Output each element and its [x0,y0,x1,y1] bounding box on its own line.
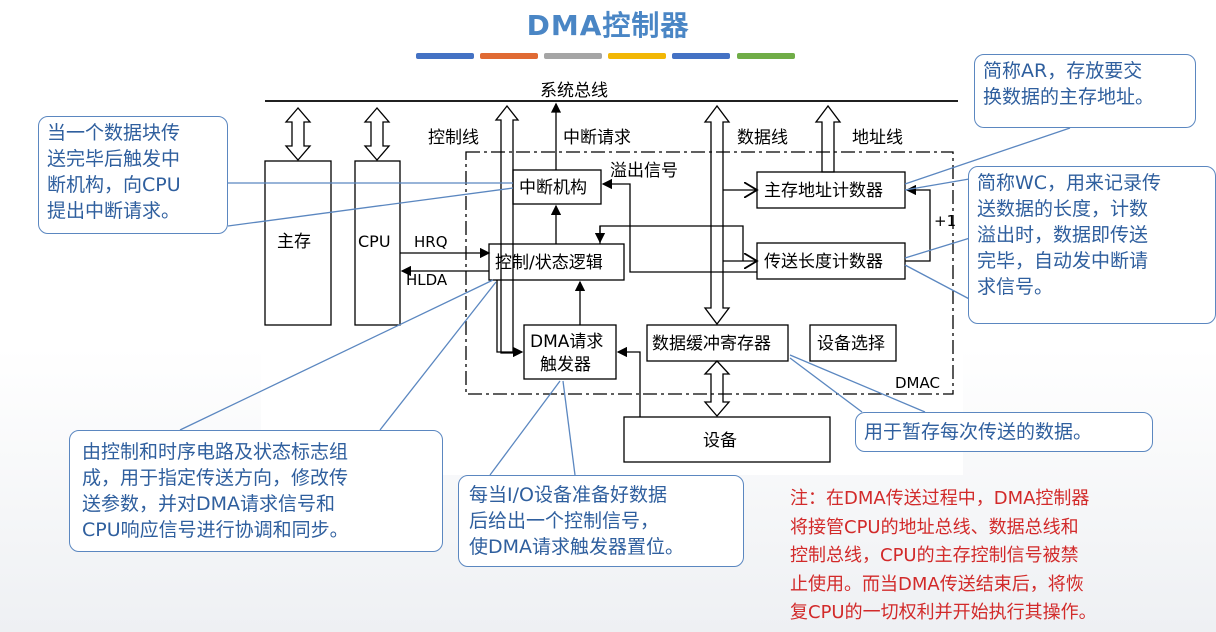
interrupt-unit-label: 中断机构 [519,178,587,198]
control-line-label: 控制线 [428,128,479,148]
address-line-label: 地址线 [852,128,903,148]
device-select-box [809,324,897,362]
cpu-bus-arrow [363,107,391,161]
dmac-boundary [465,151,954,395]
address-line-arrow [814,104,842,173]
callout-dma-trigger: 每当I/O设备准备好数据 后给出一个控制信号， 使DMA请求触发器置位。 [458,475,744,567]
dma-trigger-label-1: DMA请求 [530,332,603,352]
device-select-label: 设备选择 [817,334,885,354]
callout-buffer: 用于暂存每次传送的数据。 [855,412,1153,452]
main-memory-label: 主存 [277,232,311,252]
callout-wc: 简称WC，用来记录传 送数据的长度，计数 溢出时，数据即传送 完毕，自动发中断请… [968,166,1216,324]
color-bar-2 [480,53,538,59]
plus-one-label: +1 [934,212,956,230]
system-bus-label: 系统总线 [540,81,608,101]
callout-ctrl-logic: 由控制和时序电路及状态标志组 成，用于指定传送方向，修改传 送参数，并对DMA请… [69,430,443,552]
color-bar-4 [608,53,666,59]
callout-ar: 简称AR，存放要交 换数据的主存地址。 [974,54,1196,128]
memory-bus-arrow [284,107,312,161]
dma-trigger-label-2: 触发器 [540,355,591,375]
buffer-device-arrow [703,360,731,417]
callout-interrupt: 当一个数据块传 送完毕后触发中 断机构，向CPU 提出中断请求。 [38,116,228,234]
control-line-arrow [494,104,520,354]
overflow-signal-label: 溢出信号 [610,161,678,181]
color-bar-1 [416,53,474,59]
cpu-box [354,160,401,326]
dma-note: 注：在DMA传送过程中，DMA控制器 将接管CPU的地址总线、数据总线和 控制总… [790,488,1097,623]
interrupt-unit-box [512,169,602,205]
main-memory-box [264,160,332,326]
color-bar-6 [737,53,795,59]
diagram-background [261,73,963,475]
hlda-label: HLDA [406,271,448,289]
interrupt-request-label: 中断请求 [563,128,631,148]
data-line-label: 数据线 [737,128,788,148]
dma-trigger-box [523,324,617,380]
device-label: 设备 [703,431,737,451]
device-box [623,416,831,463]
color-bar-3 [544,53,602,59]
cpu-label: CPU [358,232,391,251]
hrq-label: HRQ [414,233,448,251]
len-counter-label: 传送长度计数器 [764,252,883,272]
addr-counter-label: 主存地址计数器 [764,181,883,201]
data-buffer-label: 数据缓冲寄存器 [652,334,771,354]
color-bar-5 [672,53,730,59]
page-title: DMA控制器 [526,9,690,42]
dmac-label: DMAC [895,374,940,392]
ctrl-logic-label: 控制/状态逻辑 [495,253,603,273]
data-line-arrow [703,104,731,326]
